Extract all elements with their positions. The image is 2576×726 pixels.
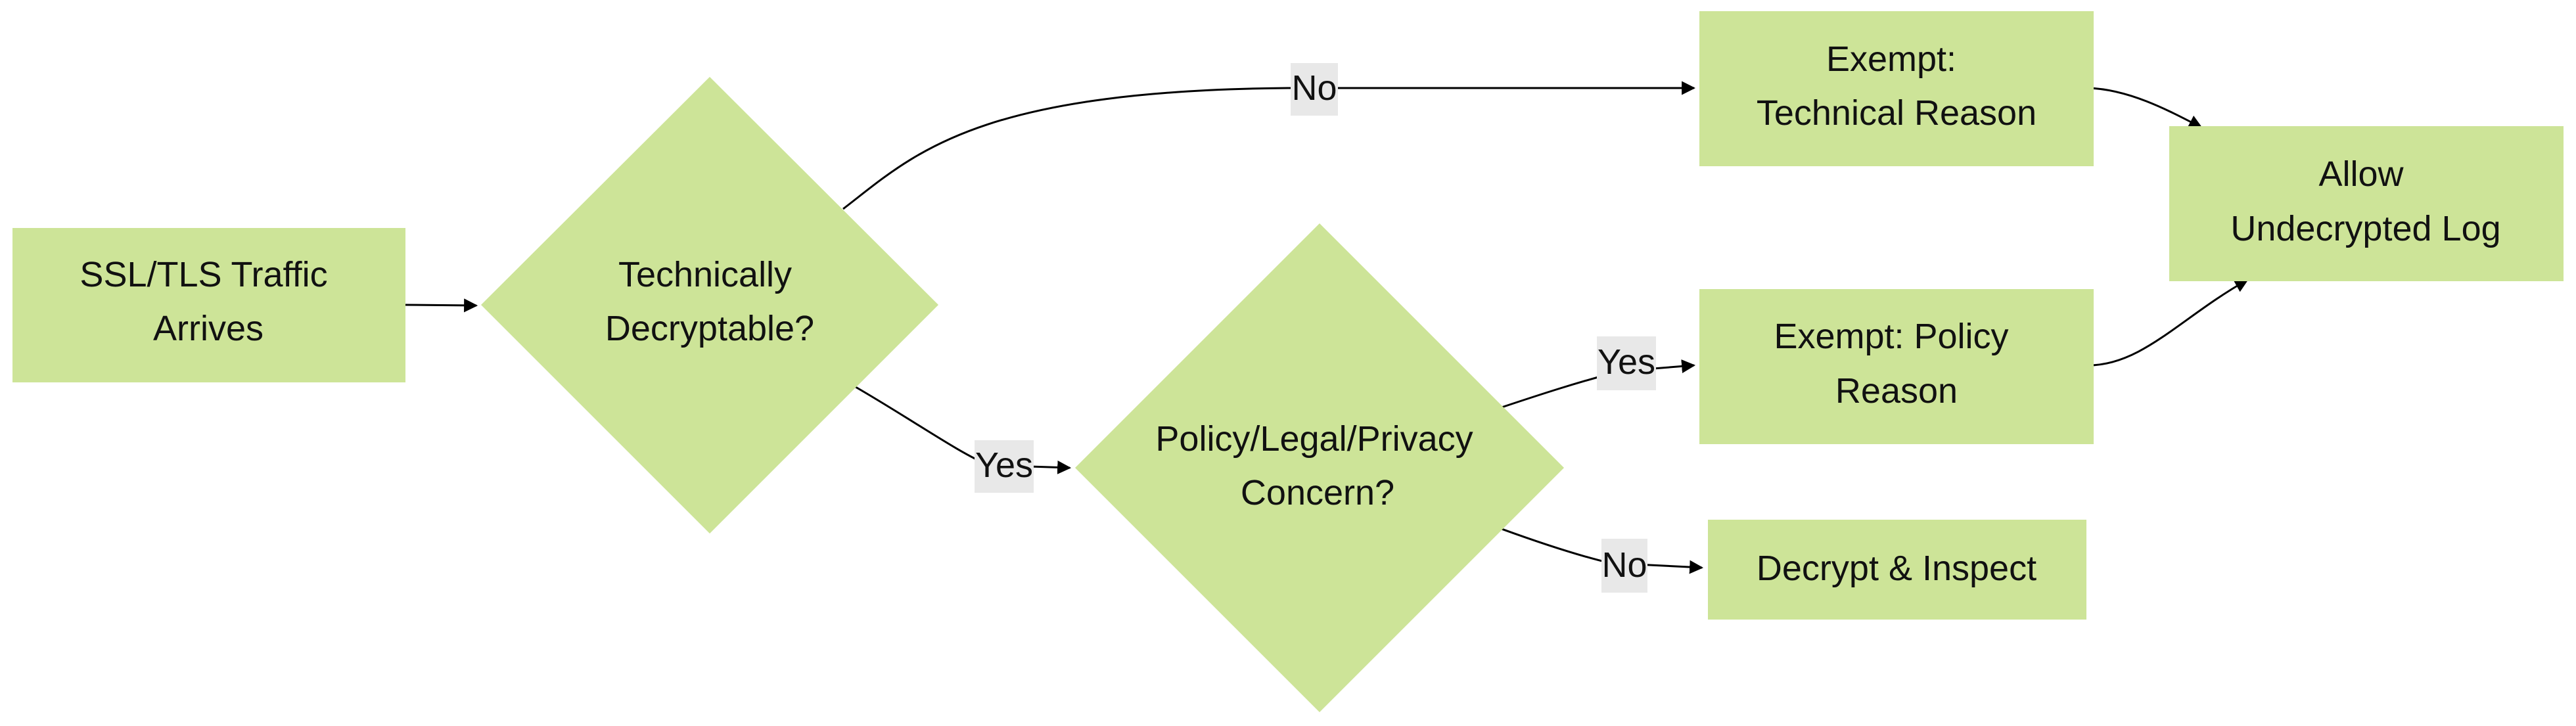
edge-label-no-policy: No xyxy=(1601,539,1647,593)
node-technically-decryptable: Technically Decryptable? xyxy=(481,77,938,533)
svg-text:Concern?: Concern? xyxy=(1241,473,1394,512)
edge-tech-to-exempt-tech xyxy=(842,81,1696,210)
edge-label-yes-policy: Yes xyxy=(1597,336,1656,390)
edge-labels: No Yes Yes No xyxy=(975,63,1656,593)
svg-text:Exempt:: Exempt: xyxy=(1826,39,1956,79)
node-allow-undecrypted-log: Allow Undecrypted Log xyxy=(2169,126,2564,281)
svg-text:SSL/TLS Traffic: SSL/TLS Traffic xyxy=(80,255,327,294)
node-ssl-tls-traffic-arrives: SSL/TLS Traffic Arrives xyxy=(12,228,405,382)
svg-text:Technically: Technically xyxy=(618,255,792,294)
edges xyxy=(405,81,2249,574)
edge-tech-to-policy xyxy=(855,386,1072,474)
svg-text:No: No xyxy=(1601,545,1647,585)
edge-exempt-policy-to-allow xyxy=(2088,279,2249,367)
svg-text:Exempt: Policy: Exempt: Policy xyxy=(1774,317,2008,356)
svg-text:No: No xyxy=(1291,68,1337,108)
svg-text:Undecrypted Log: Undecrypted Log xyxy=(2230,209,2500,248)
svg-text:Policy/Legal/Privacy: Policy/Legal/Privacy xyxy=(1155,419,1473,459)
svg-text:Technical Reason: Technical Reason xyxy=(1757,93,2036,133)
node-exempt-policy-reason: Exempt: Policy Reason xyxy=(1699,289,2094,444)
svg-text:Decrypt & Inspect: Decrypt & Inspect xyxy=(1757,549,2036,588)
svg-text:Yes: Yes xyxy=(975,445,1033,485)
nodes: SSL/TLS Traffic Arrives Technically Decr… xyxy=(12,11,2564,712)
svg-text:Allow: Allow xyxy=(2318,154,2404,194)
node-decrypt-and-inspect: Decrypt & Inspect xyxy=(1708,520,2086,620)
svg-text:Yes: Yes xyxy=(1598,342,1655,382)
edge-label-yes-tech: Yes xyxy=(975,440,1034,493)
svg-text:Decryptable?: Decryptable? xyxy=(605,309,814,348)
edge-exempt-tech-to-allow xyxy=(2088,87,2203,129)
node-policy-legal-privacy-concern: Policy/Legal/Privacy Concern? xyxy=(1075,223,1564,712)
svg-text:Arrives: Arrives xyxy=(153,309,264,348)
edge-start-to-tech xyxy=(405,298,478,313)
node-exempt-technical-reason: Exempt: Technical Reason xyxy=(1699,11,2094,166)
svg-text:Reason: Reason xyxy=(1835,371,1958,411)
edge-label-no-top: No xyxy=(1291,63,1338,116)
